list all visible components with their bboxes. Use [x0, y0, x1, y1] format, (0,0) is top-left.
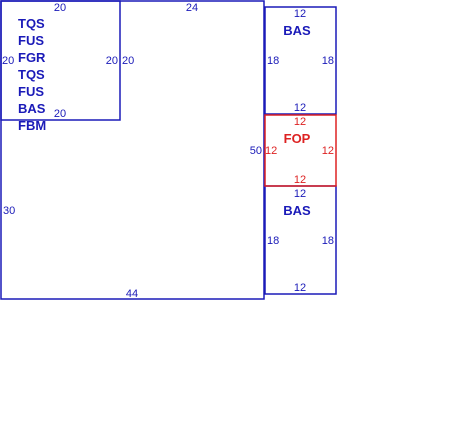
inset-code-item: TQS [18, 67, 45, 82]
side-mid-left-label: 12 [265, 145, 277, 157]
main-left-label: 30 [3, 205, 15, 217]
side-bottom-left-label: 18 [267, 235, 279, 247]
inset-code-item: FUS [18, 84, 44, 99]
main-block: 24 44 30 50 [0, 0, 265, 300]
side-top-left-label: 18 [267, 55, 279, 67]
side-bottom-right-label: 18 [322, 235, 334, 247]
side-top-right-label: 18 [322, 55, 334, 67]
side-top-top-label: 12 [294, 8, 306, 20]
side-mid-code: FOP [284, 131, 311, 146]
main-right-label: 50 [250, 145, 262, 157]
inset-top-label: 20 [54, 2, 66, 14]
inset-bottom-label: 20 [54, 108, 66, 120]
inset-code-list: TQS FUS FGR TQS FUS BAS FBM [18, 16, 46, 133]
side-bottom-top-label: 12 [294, 188, 306, 200]
inset-code-item: FBM [18, 118, 46, 133]
inset-block: 20 20 20 20 20 TQS FUS FGR TQS FUS BAS FBM [0, 0, 134, 133]
side-mid-top-label: 12 [294, 116, 306, 128]
main-block-outline [0, 0, 265, 300]
side-bottom-bottom-label: 12 [294, 282, 306, 294]
inset-right-label: 20 [106, 55, 118, 67]
side-bottom-block: BAS 12 12 18 18 [264, 185, 337, 295]
side-top-code: BAS [283, 23, 311, 38]
side-bottom-code: BAS [283, 203, 311, 218]
main-top-label: 24 [186, 2, 198, 14]
inset-code-item: BAS [18, 101, 46, 116]
inset-code-item: FGR [18, 50, 46, 65]
inset-code-item: TQS [18, 16, 45, 31]
main-bottom-label: 44 [126, 288, 138, 300]
side-mid-outline [264, 114, 337, 187]
inset-code-item: FUS [18, 33, 44, 48]
side-top-bottom-label: 12 [294, 102, 306, 114]
side-top-block: BAS 12 12 18 18 [264, 6, 337, 115]
inset-block-outline [0, 0, 121, 121]
side-mid-right-label: 12 [322, 145, 334, 157]
side-mid-bottom-label: 12 [294, 174, 306, 186]
side-top-outline [264, 6, 337, 115]
side-mid-block: FOP 12 12 12 12 [264, 114, 337, 187]
inset-left-label: 20 [2, 55, 14, 67]
inset-right-outer-label: 20 [122, 55, 134, 67]
